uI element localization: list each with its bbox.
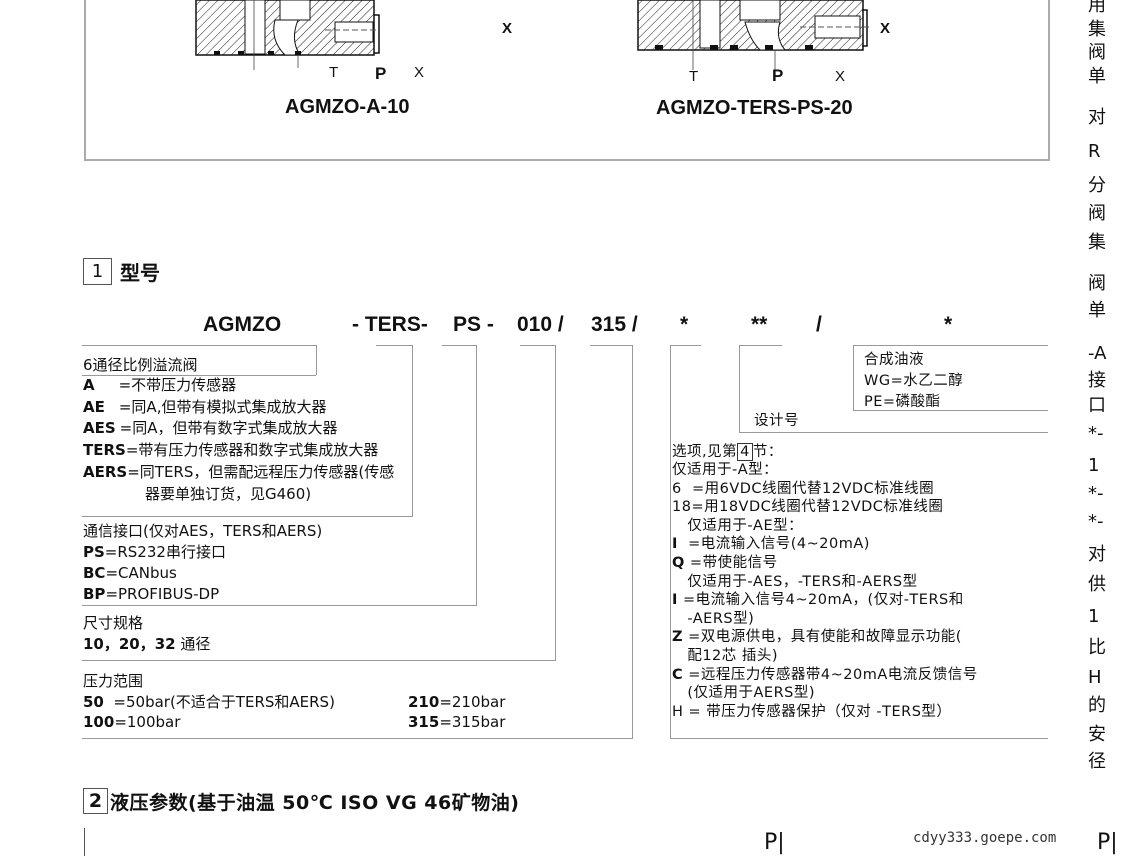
fluid-item: WG=水乙二醇	[864, 373, 964, 389]
model-code-type: - TERS-	[352, 313, 428, 336]
model-code-option: *	[680, 313, 689, 336]
section-number-2: 2	[83, 788, 108, 814]
side-column-char: 供	[1088, 574, 1106, 595]
valve-type-item: AE=同A,但带有模拟式集成放大器	[83, 398, 327, 416]
option-line: 6 =用6VDC线圈代替12VDC标准线圈	[672, 480, 935, 497]
port-label-x-right: X	[835, 68, 846, 85]
pressure-item: 210=210bar	[408, 693, 506, 711]
model-code-slash: /	[816, 313, 822, 336]
diagram-title-left: AGMZO-A-10	[285, 96, 410, 118]
port-label-t-left: T	[329, 64, 339, 81]
valve-type-item: TERS=带有压力传感器和数字式集成放大器	[83, 441, 379, 459]
side-column-char: 径	[1088, 751, 1106, 772]
diagram-title-right: AGMZO-TERS-PS-20	[656, 97, 853, 119]
model-code-comm: PS -	[453, 313, 494, 336]
side-column-char: 阀	[1088, 273, 1106, 294]
side-column-char: 接	[1088, 370, 1106, 391]
comm-item: PS=RS232串行接口	[83, 543, 226, 561]
size-values: 10，20，32 通径	[83, 635, 211, 653]
comm-item: BP=PROFIBUS-DP	[83, 585, 220, 603]
section-number-1: 1	[83, 258, 112, 285]
side-column-char: 分	[1088, 175, 1106, 196]
side-column-char: 对	[1088, 107, 1106, 128]
option-line: C =远程压力传感器带4~20mA电流反馈信号	[672, 666, 978, 683]
table-left-edge	[84, 828, 85, 856]
valve-type-item: AES=同A，但带有数字式集成放大器	[83, 419, 338, 437]
side-column-char: 集	[1088, 232, 1106, 253]
side-column-char: 阀	[1088, 203, 1106, 224]
design-number-label: 设计号	[754, 413, 799, 429]
side-column-char: 阀	[1088, 42, 1106, 63]
side-column-char: 1	[1088, 606, 1100, 627]
side-column-char: 口	[1088, 395, 1106, 416]
side-column-char: *-	[1088, 511, 1104, 532]
section-title-1: 型号	[120, 261, 160, 285]
pressure-item: 315=315bar	[408, 713, 506, 731]
model-code-pressure: 315 /	[591, 313, 638, 336]
port-label-p-left: P	[375, 64, 387, 83]
page-mark-left: P|	[764, 830, 785, 855]
option-line: I =电流输入信号(4~20mA)	[672, 536, 870, 553]
model-code-base: AGMZO	[203, 313, 282, 336]
pressure-item: 100=100bar	[83, 713, 181, 731]
model-code-design: **	[751, 313, 768, 336]
page-mark-right: P|	[1097, 830, 1118, 855]
model-code-size: 010 /	[517, 313, 564, 336]
port-label-t-right: T	[689, 68, 699, 85]
valve-diagram-left	[195, 0, 380, 70]
watermark: cdyy333.goepe.com	[913, 830, 1057, 846]
option-line: -AERS型)	[672, 610, 755, 627]
side-column-char: 集	[1088, 19, 1106, 40]
side-column-char: 比	[1088, 637, 1106, 658]
side-column-char: 用	[1088, 0, 1106, 16]
side-column-char: R	[1088, 141, 1101, 162]
side-column-char: 的	[1088, 695, 1106, 716]
comm-heading: 通信接口(仅对AES，TERS和AERS)	[83, 522, 323, 540]
option-line: I =电流输入信号4~20mA，(仅对-TERS和	[672, 592, 964, 609]
valve-diagram-right	[637, 0, 870, 70]
option-line: 仅适用于-A型：	[672, 462, 779, 478]
side-column-char: 单	[1088, 300, 1106, 321]
comm-item: BC=CANbus	[83, 564, 177, 582]
option-line: 仅适用于-AE型：	[672, 517, 804, 534]
pressure-heading: 压力范围	[83, 672, 144, 690]
port-label-x-left: X	[414, 64, 425, 81]
side-column-char: 单	[1088, 66, 1106, 87]
section-title-2: 液压参数(基于油温 50℃ ISO VG 46矿物油)	[110, 792, 520, 814]
model-code-seal: *	[944, 313, 953, 336]
fluid-heading: 合成油液	[864, 352, 924, 368]
pressure-item: 50 =50bar(不适合于TERS和AERS)	[83, 693, 335, 711]
side-port-label-right: X	[880, 20, 891, 37]
figure-frame	[84, 0, 1050, 161]
option-line: 18=用18VDC线圈代替12VDC标准线圈	[672, 499, 944, 516]
side-column-char: -A	[1088, 343, 1107, 364]
side-port-label-left: X	[502, 20, 513, 37]
side-column-char: H	[1088, 667, 1102, 688]
option-line: 仅适用于-AES，-TERS和-AERS型	[672, 573, 918, 590]
option-line: Z =双电源供电，具有使能和故障显示功能(	[672, 629, 962, 646]
option-line: 配12芯 插头)	[672, 648, 779, 664]
side-column-char: 对	[1088, 544, 1106, 565]
size-heading: 尺寸规格	[83, 614, 144, 632]
option-line: H = 带压力传感器保护（仅对 -TERS型）	[672, 703, 952, 720]
side-column-char: *-	[1088, 483, 1104, 504]
side-column-char: *-	[1088, 423, 1104, 444]
port-label-p-right: P	[772, 66, 784, 85]
option-line: Q =带使能信号	[672, 555, 778, 571]
side-column-char: 安	[1088, 724, 1106, 745]
fluid-item: PE=磷酸酯	[864, 394, 941, 410]
valve-type-item: AERS=同TERS，但需配远程压力传感器(传感	[83, 463, 395, 481]
option-line: (仅适用于AERS型)	[672, 685, 816, 702]
side-column-char: 1	[1088, 455, 1100, 476]
valve-type-continuation: 器要单独订货，见G460)	[145, 485, 312, 503]
valve-type-heading: 6通径比例溢流阀	[83, 356, 198, 374]
valve-type-item: A=不带压力传感器	[83, 376, 237, 394]
